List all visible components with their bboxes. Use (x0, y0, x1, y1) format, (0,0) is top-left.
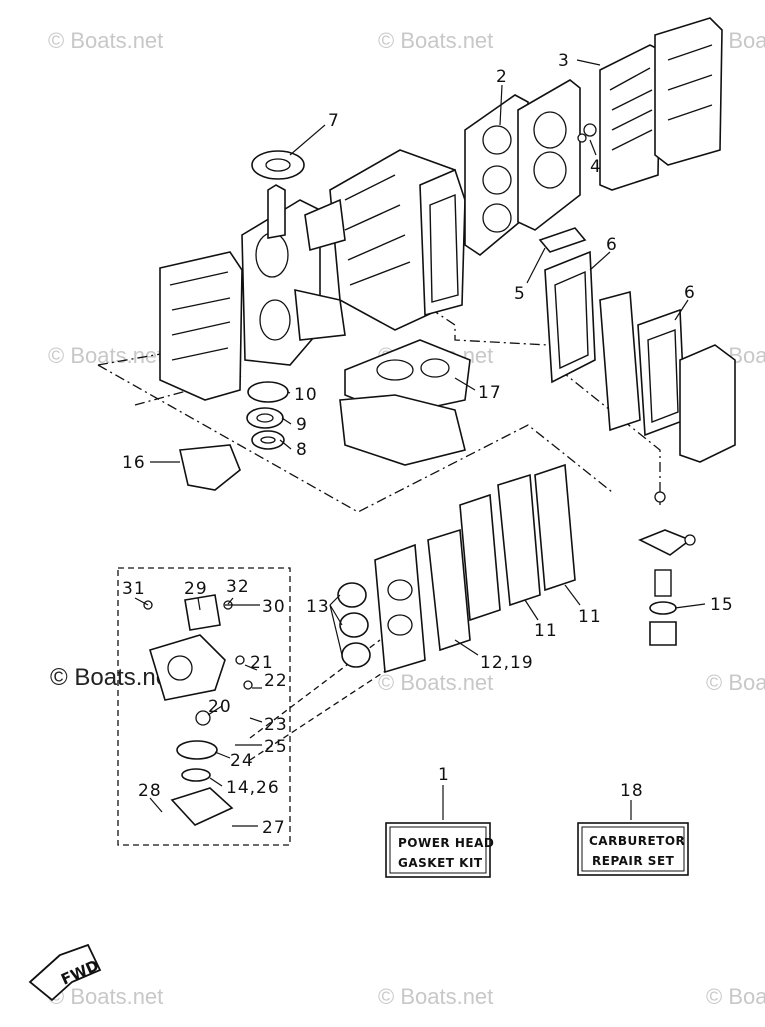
kit-label: POWER HEAD (398, 836, 494, 850)
callout-17: 17 (478, 383, 502, 403)
callout-20: 20 (208, 697, 232, 717)
callout-3: 3 (558, 51, 570, 71)
watermark: © Boats.net (706, 670, 765, 695)
callout-5: 5 (514, 284, 526, 304)
callout-11: 11 (578, 607, 602, 627)
callout-8: 8 (296, 440, 308, 460)
callout-32: 32 (226, 577, 250, 597)
kit-label: GASKET KIT (398, 856, 483, 870)
leader-lines (134, 59, 706, 827)
head-cover (654, 17, 723, 166)
exhaust-gasket-6a (544, 250, 596, 384)
cylinder-head (517, 79, 581, 231)
exhaust-gasket-6b (637, 308, 686, 437)
callout-16: 16 (122, 453, 146, 473)
watermark: © Boats.net (48, 984, 163, 1009)
fuel-fitting-15 (638, 491, 696, 646)
kit-label: CARBURETOR (589, 834, 685, 848)
gasket-7 (251, 150, 305, 180)
callout-4: 4 (590, 157, 602, 177)
callout-21: 21 (250, 653, 274, 673)
callout-25: 25 (264, 737, 288, 757)
callout-29: 29 (184, 579, 208, 599)
reed-valve-gasket-13 (337, 582, 371, 668)
gasket-11a (497, 473, 541, 607)
callout-24: 24 (230, 751, 254, 771)
callout-22: 22 (264, 671, 288, 691)
callout-27: 27 (262, 818, 286, 838)
callout-1: 1 (438, 765, 450, 785)
callout-6: 6 (684, 283, 696, 303)
oil-seal-9 (246, 407, 284, 429)
callout-10: 10 (294, 385, 318, 405)
callout-12-19: 12,19 (480, 653, 534, 673)
lower-case (339, 394, 466, 466)
kit-label: REPAIR SET (592, 854, 675, 868)
crankcase-block (159, 149, 466, 401)
housing-16 (179, 444, 241, 491)
callout-11: 11 (534, 621, 558, 641)
reed-plate (459, 493, 501, 622)
callout-labels: 2 3 4 5 6 6 7 8 9 10 16 17 15 13 12,19 1… (122, 51, 734, 838)
head-cover-gasket (599, 44, 661, 191)
watermark: © Boats.net (378, 28, 493, 53)
callout-7: 7 (328, 111, 340, 131)
callout-15: 15 (710, 595, 734, 615)
power-head-gasket-kit-box: POWER HEAD GASKET KIT (385, 822, 494, 878)
o-ring-10 (247, 381, 289, 403)
gasket-5 (538, 227, 587, 253)
watermark: © Boats.net (48, 28, 163, 53)
oil-seal-8 (251, 430, 285, 450)
callout-18: 18 (620, 781, 644, 801)
callout-14-26: 14,26 (226, 778, 280, 798)
carburetor-repair-set-box: CARBURETOR REPAIR SET (577, 822, 689, 876)
callout-2: 2 (496, 67, 508, 87)
gasket-11b (534, 463, 576, 592)
small-seal-4 (577, 123, 597, 143)
callout-28: 28 (138, 781, 162, 801)
callout-9: 9 (296, 415, 308, 435)
exhaust-cover (599, 290, 641, 432)
callout-6: 6 (606, 235, 618, 255)
callout-31: 31 (122, 579, 146, 599)
callout-23: 23 (264, 715, 288, 735)
watermark: © Boats.net (378, 670, 493, 695)
outer-exhaust-cover (679, 344, 736, 463)
intake-manifold (374, 543, 426, 674)
watermark: © Boats.net (706, 984, 765, 1009)
callout-13: 13 (306, 597, 330, 617)
watermark: © Boats.net (378, 984, 493, 1009)
gasket-12-19 (427, 528, 471, 652)
callout-30: 30 (262, 597, 286, 617)
